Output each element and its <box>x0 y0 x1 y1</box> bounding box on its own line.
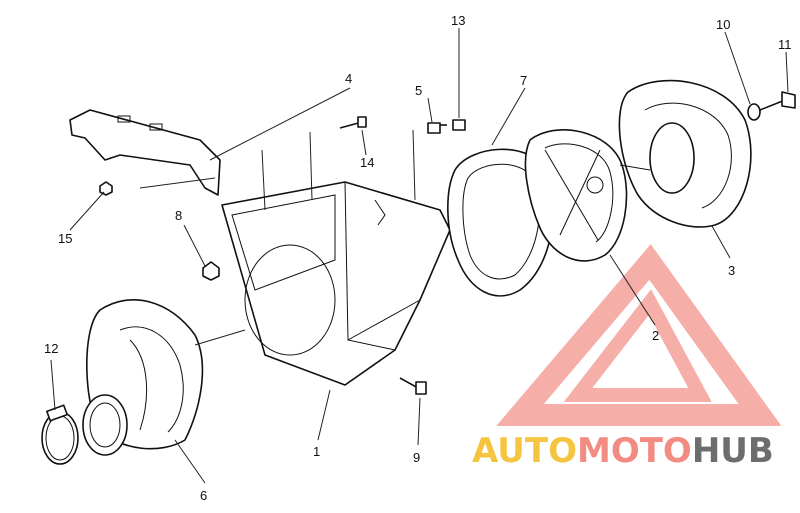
callout-7: 7 <box>520 73 527 88</box>
callout-2: 2 <box>652 328 659 343</box>
svg-text:AUTOMOTOHUB: AUTOMOTOHUB <box>472 431 774 471</box>
callout-4: 4 <box>345 71 352 86</box>
part-1-airbox-housing <box>221 181 451 386</box>
callout-14: 14 <box>360 155 374 170</box>
part-8-nut <box>202 261 220 281</box>
part-9-screw <box>399 377 427 395</box>
callout-labels: 1 2 3 4 5 6 7 8 9 10 11 12 13 14 15 <box>44 13 792 503</box>
callout-3: 3 <box>728 263 735 278</box>
watermark-auto: AUTO <box>472 431 577 471</box>
callout-13: 13 <box>451 13 465 28</box>
callout-1: 1 <box>313 444 320 459</box>
part-14-bolt <box>339 116 367 129</box>
callout-10: 10 <box>716 17 730 32</box>
watermark-hub: HUB <box>692 431 774 471</box>
part-10-washer <box>747 103 761 121</box>
part-7-filter-frame <box>447 148 554 297</box>
part-13-screw <box>440 119 466 131</box>
callout-15: 15 <box>58 231 72 246</box>
part-3-foam-filter <box>618 79 752 228</box>
part-6-intake-funnel <box>82 299 204 456</box>
callout-8: 8 <box>175 208 182 223</box>
callout-6: 6 <box>200 488 207 503</box>
part-2-filter-cage <box>524 129 628 262</box>
part-4-bracket-plate <box>69 109 221 196</box>
part-12-hose-clamp <box>41 404 79 465</box>
callout-5: 5 <box>415 83 422 98</box>
callout-9: 9 <box>413 450 420 465</box>
part-5-fastener <box>427 122 441 134</box>
watermark-logo <box>496 244 782 426</box>
callout-11: 11 <box>778 37 792 52</box>
part-15-nut <box>99 181 113 196</box>
leader-lines <box>50 28 789 484</box>
watermark-moto: MOTO <box>577 431 692 471</box>
callout-12: 12 <box>44 341 58 356</box>
part-11-wing-bolt <box>759 91 796 111</box>
watermark-text: AUTOMOTOHUB <box>472 431 774 471</box>
